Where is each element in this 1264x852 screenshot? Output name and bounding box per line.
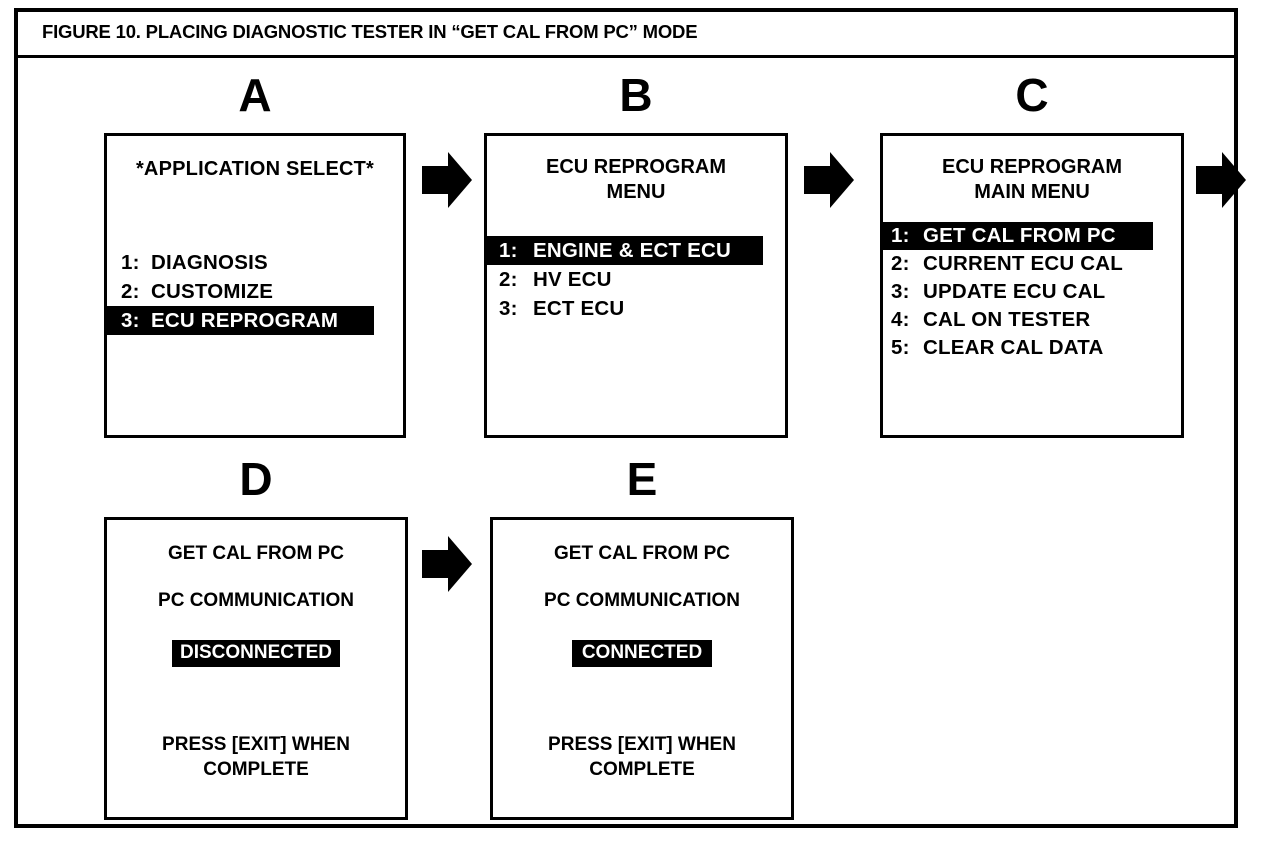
menu-item-ect-ecu[interactable]: 3: ECT ECU: [487, 294, 785, 323]
tester-screen-b: ECU REPROGRAM MENU 1: ENGINE & ECT ECU 2…: [484, 133, 788, 438]
screen-d-status-wrap: DISCONNECTED: [107, 640, 405, 667]
arrow-a-to-b-icon: [422, 152, 472, 208]
menu-item-number: 3:: [121, 308, 140, 332]
screen-e-line2: PC COMMUNICATION: [544, 590, 740, 611]
arrow-d-to-e-icon: [422, 536, 472, 592]
screen-a-title: *APPLICATION SELECT*: [135, 158, 375, 180]
figure-frame: FIGURE 10. PLACING DIAGNOSTIC TESTER IN …: [14, 8, 1246, 828]
page-title: FIGURE 10. PLACING DIAGNOSTIC TESTER IN …: [42, 21, 698, 42]
menu-item-number: 1:: [121, 250, 140, 274]
screen-a-menu: 1: DIAGNOSIS 2: CUSTOMIZE 3: ECU REPROGR…: [107, 248, 403, 335]
menu-item-ecu-reprogram-selected[interactable]: 3: ECU REPROGRAM: [107, 306, 374, 335]
menu-item-update-ecu-cal[interactable]: 3: UPDATE ECU CAL: [883, 278, 1181, 306]
figure-title-bar: FIGURE 10. PLACING DIAGNOSTIC TESTER IN …: [18, 12, 1234, 58]
menu-item-label: GET CAL FROM PC: [923, 224, 1116, 247]
panel-label-a: A: [238, 69, 272, 121]
menu-item-number: 2:: [121, 279, 140, 303]
menu-item-label: UPDATE ECU CAL: [923, 280, 1106, 303]
status-badge-disconnected: DISCONNECTED: [171, 640, 340, 667]
panel-label-e: E: [626, 453, 658, 505]
tester-screen-e: GET CAL FROM PC PC COMMUNICATION CONNECT…: [490, 517, 794, 820]
menu-item-hv-ecu[interactable]: 2: HV ECU: [487, 265, 785, 294]
status-badge-connected: CONNECTED: [571, 640, 713, 667]
menu-item-number: 2:: [499, 267, 518, 291]
screen-d-footer-line2: COMPLETE: [203, 759, 309, 780]
menu-item-number: 2:: [891, 252, 910, 275]
menu-item-label: CURRENT ECU CAL: [923, 252, 1124, 275]
screen-c-menu: 1: GET CAL FROM PC 2: CURRENT ECU CAL 3:…: [883, 222, 1181, 362]
menu-item-customize[interactable]: 2: CUSTOMIZE: [107, 277, 403, 306]
menu-item-diagnosis[interactable]: 1: DIAGNOSIS: [107, 248, 403, 277]
menu-item-cal-on-tester[interactable]: 4: CAL ON TESTER: [883, 306, 1181, 334]
screen-b-menu: 1: ENGINE & ECT ECU 2: HV ECU 3: ECT ECU: [487, 236, 785, 323]
menu-item-number: 5:: [891, 336, 910, 359]
menu-item-number: 3:: [891, 280, 910, 303]
panel-label-c: C: [1015, 69, 1049, 121]
menu-item-label: HV ECU: [533, 267, 612, 291]
menu-item-clear-cal-data[interactable]: 5: CLEAR CAL DATA: [883, 334, 1181, 362]
menu-item-label: CLEAR CAL DATA: [923, 336, 1104, 359]
menu-item-number: 1:: [891, 224, 910, 247]
menu-item-get-cal-from-pc-selected[interactable]: 1: GET CAL FROM PC: [883, 222, 1153, 250]
menu-item-label: ECU REPROGRAM: [151, 308, 339, 332]
arrow-c-to-d-icon: [1196, 152, 1246, 208]
menu-item-label: CAL ON TESTER: [923, 308, 1091, 331]
tester-screen-d: GET CAL FROM PC PC COMMUNICATION DISCONN…: [104, 517, 408, 820]
screen-d-line2: PC COMMUNICATION: [158, 590, 354, 611]
screen-b-title-line2: MENU: [606, 181, 666, 203]
screen-e-footer-line2: COMPLETE: [589, 759, 695, 780]
tester-screen-c: ECU REPROGRAM MAIN MENU 1: GET CAL FROM …: [880, 133, 1184, 438]
screen-e-status-wrap: CONNECTED: [493, 640, 791, 667]
menu-item-label: ENGINE & ECT ECU: [533, 238, 731, 262]
screen-e-footer-line1: PRESS [EXIT] WHEN: [548, 734, 736, 755]
screen-d-footer-line1: PRESS [EXIT] WHEN: [162, 734, 350, 755]
menu-item-label: DIAGNOSIS: [151, 250, 268, 274]
screen-e-line1: GET CAL FROM PC: [554, 543, 730, 564]
arrow-b-to-c-icon: [804, 152, 854, 208]
menu-item-label: CUSTOMIZE: [151, 279, 274, 303]
menu-item-engine-ect-ecu-selected[interactable]: 1: ENGINE & ECT ECU: [487, 236, 763, 265]
menu-item-number: 4:: [891, 308, 910, 331]
menu-item-current-ecu-cal[interactable]: 2: CURRENT ECU CAL: [883, 250, 1181, 278]
panel-label-d: D: [239, 453, 273, 505]
screen-d-line1: GET CAL FROM PC: [168, 543, 344, 564]
screen-c-title-line1: ECU REPROGRAM: [941, 156, 1122, 178]
menu-item-number: 3:: [499, 296, 518, 320]
tester-screen-a: *APPLICATION SELECT* 1: DIAGNOSIS 2: CUS…: [104, 133, 406, 438]
menu-item-label: ECT ECU: [533, 296, 625, 320]
screen-c-title-line2: MAIN MENU: [974, 181, 1090, 203]
menu-item-number: 1:: [499, 238, 518, 262]
screen-b-title-line1: ECU REPROGRAM: [545, 156, 726, 178]
panel-label-b: B: [619, 69, 653, 121]
